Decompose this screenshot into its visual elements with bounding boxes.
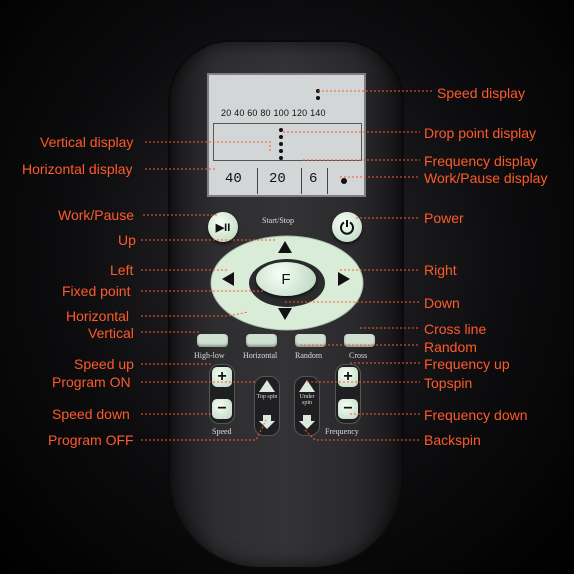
speed-dot xyxy=(316,96,320,100)
label-down: Down xyxy=(424,295,460,311)
underspin-control: Under spin xyxy=(294,376,320,436)
segment-divider xyxy=(301,168,302,194)
label-backspin: Backspin xyxy=(424,432,481,448)
label-program-on: Program ON xyxy=(52,374,131,390)
power-button[interactable] xyxy=(332,212,362,242)
label-vertical-display: Vertical display xyxy=(40,134,134,150)
down-arrow-icon[interactable] xyxy=(278,308,292,320)
horizontal-button[interactable] xyxy=(246,334,277,347)
frequency-down-button[interactable]: − xyxy=(338,399,358,419)
start-stop-label: Start/Stop xyxy=(262,216,295,225)
frequency-readout: 6 xyxy=(309,171,318,187)
label-speed-display: Speed display xyxy=(437,85,525,101)
minus-icon: − xyxy=(217,400,227,417)
drop-point-dot xyxy=(279,142,283,146)
label-frequency-down: Frequency down xyxy=(424,407,528,423)
label-cross-line: Cross line xyxy=(424,321,487,337)
high-low-label: High-low xyxy=(194,351,225,360)
fixed-point-label: F xyxy=(281,270,291,288)
speed-scale: 20 40 60 80 100 120 140 xyxy=(221,108,326,118)
label-drop-point-display: Drop point display xyxy=(424,125,537,141)
random-label: Random xyxy=(295,351,323,360)
horizontal-label: Horizontal xyxy=(243,351,278,360)
speed-down-button[interactable]: − xyxy=(212,399,232,419)
right-arrow-icon[interactable] xyxy=(338,272,350,286)
underspin-label: Under spin xyxy=(299,394,315,406)
label-frequency-up: Frequency up xyxy=(424,356,510,372)
frequency-label: Frequency xyxy=(325,427,359,436)
topspin-up-arrow-icon[interactable] xyxy=(259,380,275,392)
plus-icon: + xyxy=(343,368,353,385)
cross-label: Cross xyxy=(349,351,368,360)
power-icon xyxy=(340,220,354,235)
drop-point-dot xyxy=(279,156,283,160)
drop-point-dot xyxy=(279,149,283,153)
vertical-readout: 40 xyxy=(225,171,242,187)
lcd-screen: 20 40 60 80 100 120 140 40 20 6 xyxy=(207,73,366,197)
label-frequency-display: Frequency display xyxy=(424,153,538,169)
minus-icon: − xyxy=(343,400,353,417)
topspin-down-arrow-icon[interactable] xyxy=(259,415,275,429)
random-button[interactable] xyxy=(295,334,326,347)
fixed-point-button[interactable]: F xyxy=(256,262,316,296)
drop-point-dot xyxy=(279,128,283,132)
label-speed-down: Speed down xyxy=(52,406,130,422)
label-left: Left xyxy=(110,262,134,278)
drop-point-dot xyxy=(279,135,283,139)
work-pause-button[interactable]: ▶II xyxy=(208,212,238,242)
segment-divider xyxy=(327,168,328,194)
label-work-pause: Work/Pause xyxy=(58,207,134,223)
label-work-pause-display: Work/Pause display xyxy=(424,170,548,186)
label-random: Random xyxy=(424,339,477,355)
up-arrow-icon[interactable] xyxy=(278,241,292,253)
label-fixed-point: Fixed point xyxy=(62,283,131,299)
label-power: Power xyxy=(424,210,464,226)
label-program-off: Program OFF xyxy=(48,432,134,448)
topspin-control: Top spin xyxy=(254,376,280,436)
label-up: Up xyxy=(118,232,136,248)
plus-icon: + xyxy=(217,368,227,385)
topspin-label: Top spin xyxy=(256,394,278,400)
underspin-down-arrow-icon[interactable] xyxy=(299,415,315,429)
segment-divider xyxy=(257,168,258,194)
horizontal-readout: 20 xyxy=(269,171,286,187)
label-vertical: Vertical xyxy=(88,325,134,341)
work-pause-indicator xyxy=(341,178,347,184)
label-right: Right xyxy=(424,262,457,278)
left-arrow-icon[interactable] xyxy=(222,272,234,286)
high-low-button[interactable] xyxy=(197,334,228,347)
label-horizontal-display: Horizontal display xyxy=(22,161,133,177)
label-speed-up: Speed up xyxy=(74,356,134,372)
play-pause-icon: ▶II xyxy=(215,221,231,234)
underspin-up-arrow-icon[interactable] xyxy=(299,380,315,392)
cross-button[interactable] xyxy=(344,334,375,347)
frequency-control: + − xyxy=(335,364,361,424)
speed-label: Speed xyxy=(212,427,232,436)
label-horizontal: Horizontal xyxy=(66,308,130,324)
label-topspin: Topspin xyxy=(424,375,473,391)
